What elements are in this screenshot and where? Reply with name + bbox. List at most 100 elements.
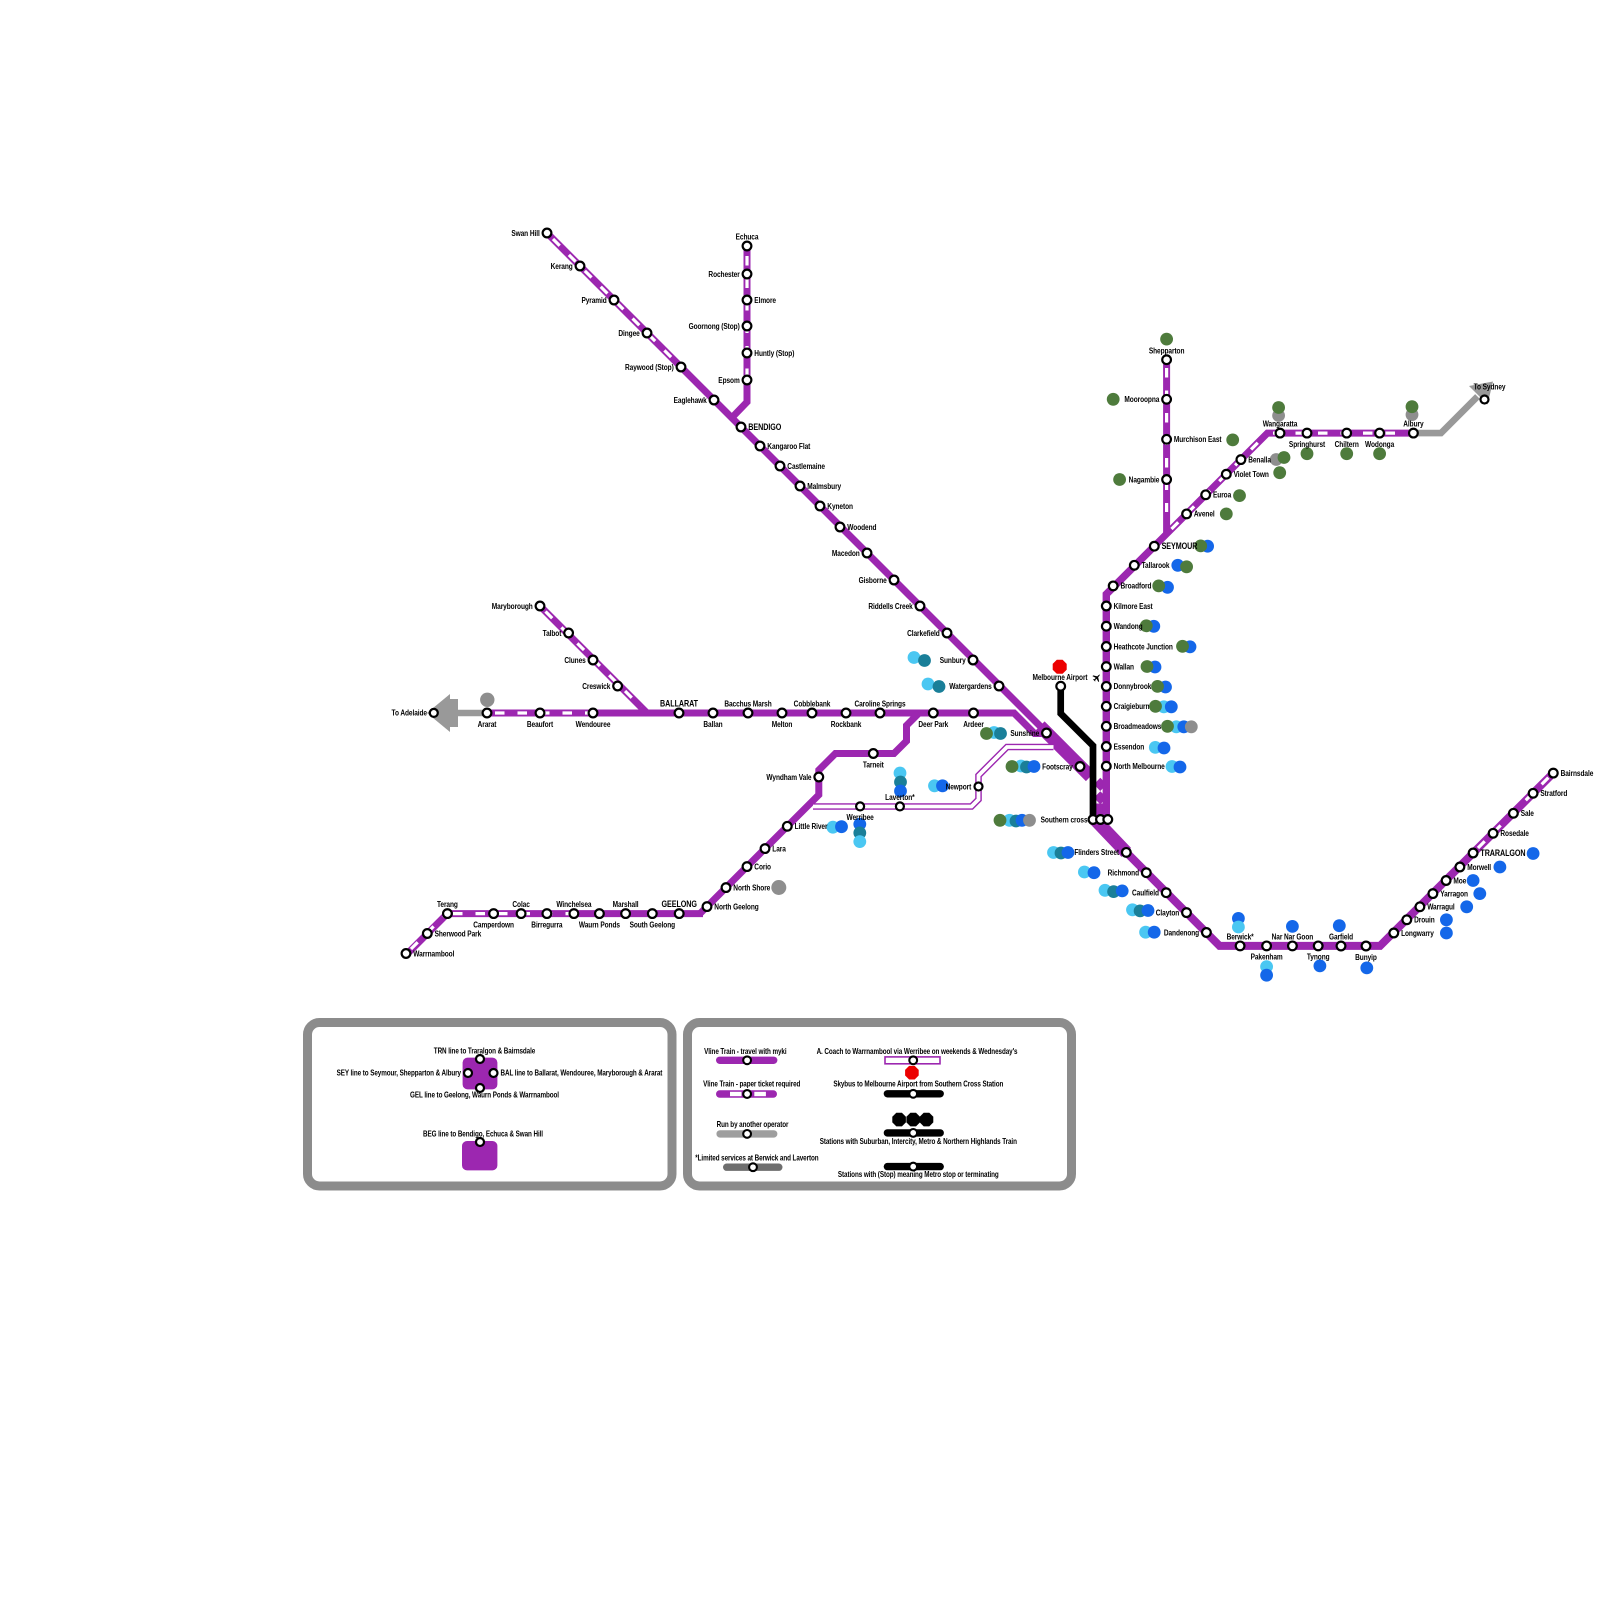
svg-text:Malmsbury: Malmsbury (807, 481, 842, 491)
svg-text:Tarneit: Tarneit (863, 759, 884, 769)
svg-text:Epsom: Epsom (718, 375, 740, 385)
svg-text:Stations with (Stop) meaning M: Stations with (Stop) meaning Metro stop … (838, 1169, 999, 1179)
svg-text:Winchelsea: Winchelsea (556, 899, 592, 909)
svg-text:Colac: Colac (512, 899, 529, 909)
svg-text:South Geelong: South Geelong (630, 920, 676, 930)
svg-text:Berwick*: Berwick* (1227, 932, 1254, 942)
svg-text:Kerang: Kerang (551, 261, 573, 271)
svg-text:Drouin: Drouin (1414, 915, 1435, 925)
svg-text:Waurn Ponds: Waurn Ponds (579, 920, 620, 930)
svg-text:Run by another operator: Run by another operator (717, 1119, 789, 1129)
svg-text:Heathcote Junction: Heathcote Junction (1114, 641, 1174, 651)
svg-text:Dandenong: Dandenong (1164, 927, 1200, 937)
svg-text:Vline Train - travel with myki: Vline Train - travel with myki (704, 1046, 787, 1056)
svg-text:Echuca: Echuca (736, 232, 760, 242)
svg-text:A. Coach to Warrnambool via We: A. Coach to Warrnambool via Werribee on … (817, 1046, 1018, 1056)
svg-text:TRN line to Traralgon & Bairns: TRN line to Traralgon & Bairnsdale (434, 1046, 535, 1056)
svg-text:To Sydney: To Sydney (1474, 382, 1507, 392)
svg-text:Ararat: Ararat (478, 719, 497, 729)
svg-text:North Shore: North Shore (733, 883, 770, 893)
svg-text:Shepparton: Shepparton (1149, 345, 1185, 355)
svg-text:Riddells Creek: Riddells Creek (868, 601, 913, 611)
svg-text:Gisborne: Gisborne (859, 575, 887, 585)
svg-text:Richmond: Richmond (1108, 868, 1140, 878)
svg-text:Sunshine: Sunshine (1010, 728, 1039, 738)
svg-text:Watergardens: Watergardens (949, 681, 991, 691)
svg-text:Wallan: Wallan (1114, 662, 1135, 672)
svg-text:North Geelong: North Geelong (714, 902, 759, 912)
svg-text:Tallarook: Tallarook (1142, 560, 1171, 570)
svg-text:GEL line to Geelong, Waurn Pon: GEL line to Geelong, Waurn Ponds & Warrn… (410, 1089, 559, 1099)
svg-text:Bairnsdale: Bairnsdale (1561, 768, 1594, 778)
svg-text:Woodend: Woodend (847, 522, 877, 532)
svg-text:Werribee: Werribee (846, 812, 873, 822)
svg-text:Euroa: Euroa (1213, 490, 1232, 500)
svg-text:BALLARAT: BALLARAT (660, 699, 698, 709)
svg-text:Creswick: Creswick (582, 681, 611, 691)
svg-text:Clayton: Clayton (1156, 908, 1180, 918)
svg-text:Craigieburn: Craigieburn (1114, 701, 1150, 711)
svg-text:Vline Train - paper ticket req: Vline Train - paper ticket required (703, 1079, 800, 1089)
svg-text:Birregurra: Birregurra (531, 920, 563, 930)
svg-text:Mooroopna: Mooroopna (1124, 394, 1160, 404)
svg-text:Melbourne Airport: Melbourne Airport (1032, 672, 1088, 682)
svg-text:Yarragon: Yarragon (1440, 889, 1468, 899)
svg-text:Ardeer: Ardeer (963, 719, 984, 729)
svg-text:Caroline Springs: Caroline Springs (854, 699, 905, 709)
svg-text:Marshall: Marshall (613, 899, 639, 909)
svg-text:Clunes: Clunes (564, 655, 585, 665)
svg-text:Wodonga: Wodonga (1365, 439, 1395, 449)
svg-text:Lara: Lara (772, 844, 786, 854)
svg-text:SEYMOUR: SEYMOUR (1162, 541, 1198, 551)
svg-text:Little River: Little River (795, 821, 828, 831)
svg-text:Chiltern: Chiltern (1335, 439, 1360, 449)
svg-text:TRARALGON: TRARALGON (1480, 848, 1525, 858)
svg-text:Beaufort: Beaufort (527, 719, 554, 729)
svg-text:Flinders Street: Flinders Street (1074, 847, 1119, 857)
svg-text:Raywood (Stop): Raywood (Stop) (625, 362, 674, 372)
svg-text:Goornong (Stop): Goornong (Stop) (689, 321, 741, 331)
svg-text:BENDIGO: BENDIGO (748, 422, 782, 432)
svg-text:Stratford: Stratford (1540, 788, 1567, 798)
svg-text:Pyramid: Pyramid (581, 295, 607, 305)
svg-text:Caulfield: Caulfield (1132, 888, 1159, 898)
svg-text:Sunbury: Sunbury (940, 655, 967, 665)
svg-text:Rosedale: Rosedale (1500, 828, 1528, 838)
svg-text:Warrnambool: Warrnambool (413, 948, 454, 958)
svg-text:Wangaratta: Wangaratta (1263, 419, 1298, 429)
svg-text:Footscray: Footscray (1042, 761, 1073, 771)
svg-text:Maryborough: Maryborough (492, 601, 533, 611)
svg-text:Southern cross: Southern cross (1041, 814, 1088, 824)
svg-text:SEY line to Seymour, Shepparto: SEY line to Seymour, Shepparton & Albury (337, 1067, 461, 1077)
svg-text:Violet Town: Violet Town (1234, 469, 1270, 479)
svg-text:Elmore: Elmore (754, 295, 776, 305)
svg-text:Warragul: Warragul (1427, 902, 1454, 912)
svg-text:To Adelaide: To Adelaide (392, 707, 427, 717)
svg-text:Wendouree: Wendouree (576, 719, 611, 729)
svg-text:Garfield: Garfield (1329, 932, 1354, 942)
svg-text:Dingee: Dingee (618, 328, 639, 338)
svg-text:Sale: Sale (1521, 808, 1534, 818)
svg-text:Huntly (Stop): Huntly (Stop) (754, 348, 795, 358)
svg-text:Longwarry: Longwarry (1401, 928, 1435, 938)
svg-text:*Limited services at Berwick a: *Limited services at Berwick and Laverto… (695, 1153, 818, 1163)
svg-text:Laverton*: Laverton* (885, 792, 915, 802)
svg-text:Wyndham Vale: Wyndham Vale (766, 772, 811, 782)
svg-text:Macedon: Macedon (832, 548, 860, 558)
svg-text:Pakenham: Pakenham (1251, 952, 1283, 962)
svg-text:Essendon: Essendon (1114, 741, 1145, 751)
svg-text:Rockbank: Rockbank (831, 719, 862, 729)
svg-text:Avenel: Avenel (1194, 509, 1215, 519)
svg-text:Camperdown: Camperdown (473, 920, 514, 930)
svg-text:Castlemaine: Castlemaine (787, 461, 825, 471)
svg-text:BEG line to Bendigo, Echuca &: BEG line to Bendigo, Echuca & Swan Hill (423, 1129, 543, 1139)
svg-text:Rochester: Rochester (708, 269, 739, 279)
svg-text:Stations with Suburban, Interc: Stations with Suburban, Intercity, Metro… (820, 1136, 1017, 1146)
svg-text:Kilmore East: Kilmore East (1114, 601, 1154, 611)
svg-text:Broadford: Broadford (1121, 581, 1152, 591)
svg-text:Donnybrook: Donnybrook (1114, 681, 1153, 691)
svg-text:Ballan: Ballan (703, 719, 723, 729)
svg-text:Swan Hill: Swan Hill (511, 228, 539, 238)
svg-text:Wandong: Wandong (1114, 621, 1143, 631)
svg-text:GEELONG: GEELONG (662, 899, 697, 909)
